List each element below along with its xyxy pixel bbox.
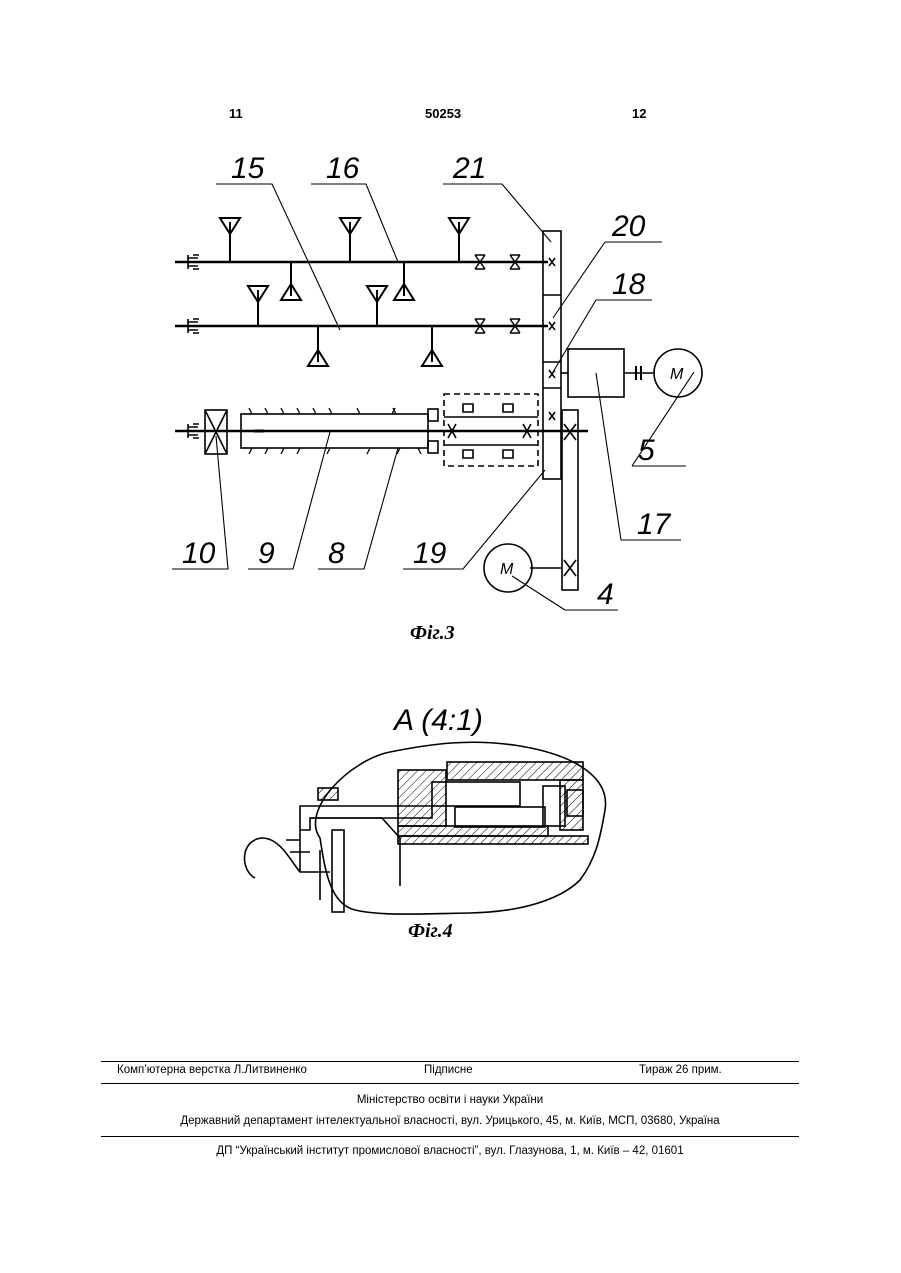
footer-rule-bottom: [101, 1136, 799, 1137]
callout-19: 19: [413, 537, 447, 570]
callout-9: 9: [258, 537, 275, 570]
tool-teeth-upper: [220, 218, 469, 300]
motor-5-label: M: [670, 366, 684, 383]
figure-4-caption: Фіг.4: [408, 920, 453, 943]
callout-8: 8: [328, 537, 345, 570]
department-line: Державний департамент інтелектуальної вл…: [101, 1115, 799, 1127]
callout-16: 16: [326, 152, 360, 185]
footer-rule-middle: [101, 1083, 799, 1084]
view-label: A (4:1): [392, 704, 483, 737]
ministry-line: Міністерство освіти і науки України: [101, 1094, 799, 1106]
figure-3-caption: Фіг.3: [410, 622, 455, 645]
gear-train-plate: [543, 231, 561, 479]
institute-line: ДП “Український інститут промислової вла…: [101, 1145, 799, 1157]
layout-credit: Комп’ютерна верстка Л.Литвиненко: [117, 1064, 307, 1076]
print-run: Тираж 26 прим.: [639, 1064, 722, 1076]
bearing-pairs: [475, 255, 520, 333]
signed-note: Підписне: [424, 1064, 473, 1076]
callout-15: 15: [231, 152, 265, 185]
callout-5: 5: [638, 434, 655, 467]
figure-3-kinematic-diagram: 15 16 21 20 18 5 17 10 9 8 19 4 M M: [0, 0, 901, 660]
callout-10: 10: [182, 537, 216, 570]
belt-drive: [562, 410, 578, 590]
callout-20: 20: [611, 210, 646, 243]
callout-21: 21: [452, 152, 486, 185]
bearing-symbols-left: [188, 255, 199, 438]
break-boundary: [315, 742, 605, 914]
callout-4: 4: [597, 578, 614, 611]
gear-crossmarks: [549, 258, 555, 420]
callout-17: 17: [637, 508, 672, 541]
callout-18: 18: [612, 268, 646, 301]
motor-4-label: M: [500, 561, 514, 578]
footer-rule-top: [101, 1061, 799, 1062]
